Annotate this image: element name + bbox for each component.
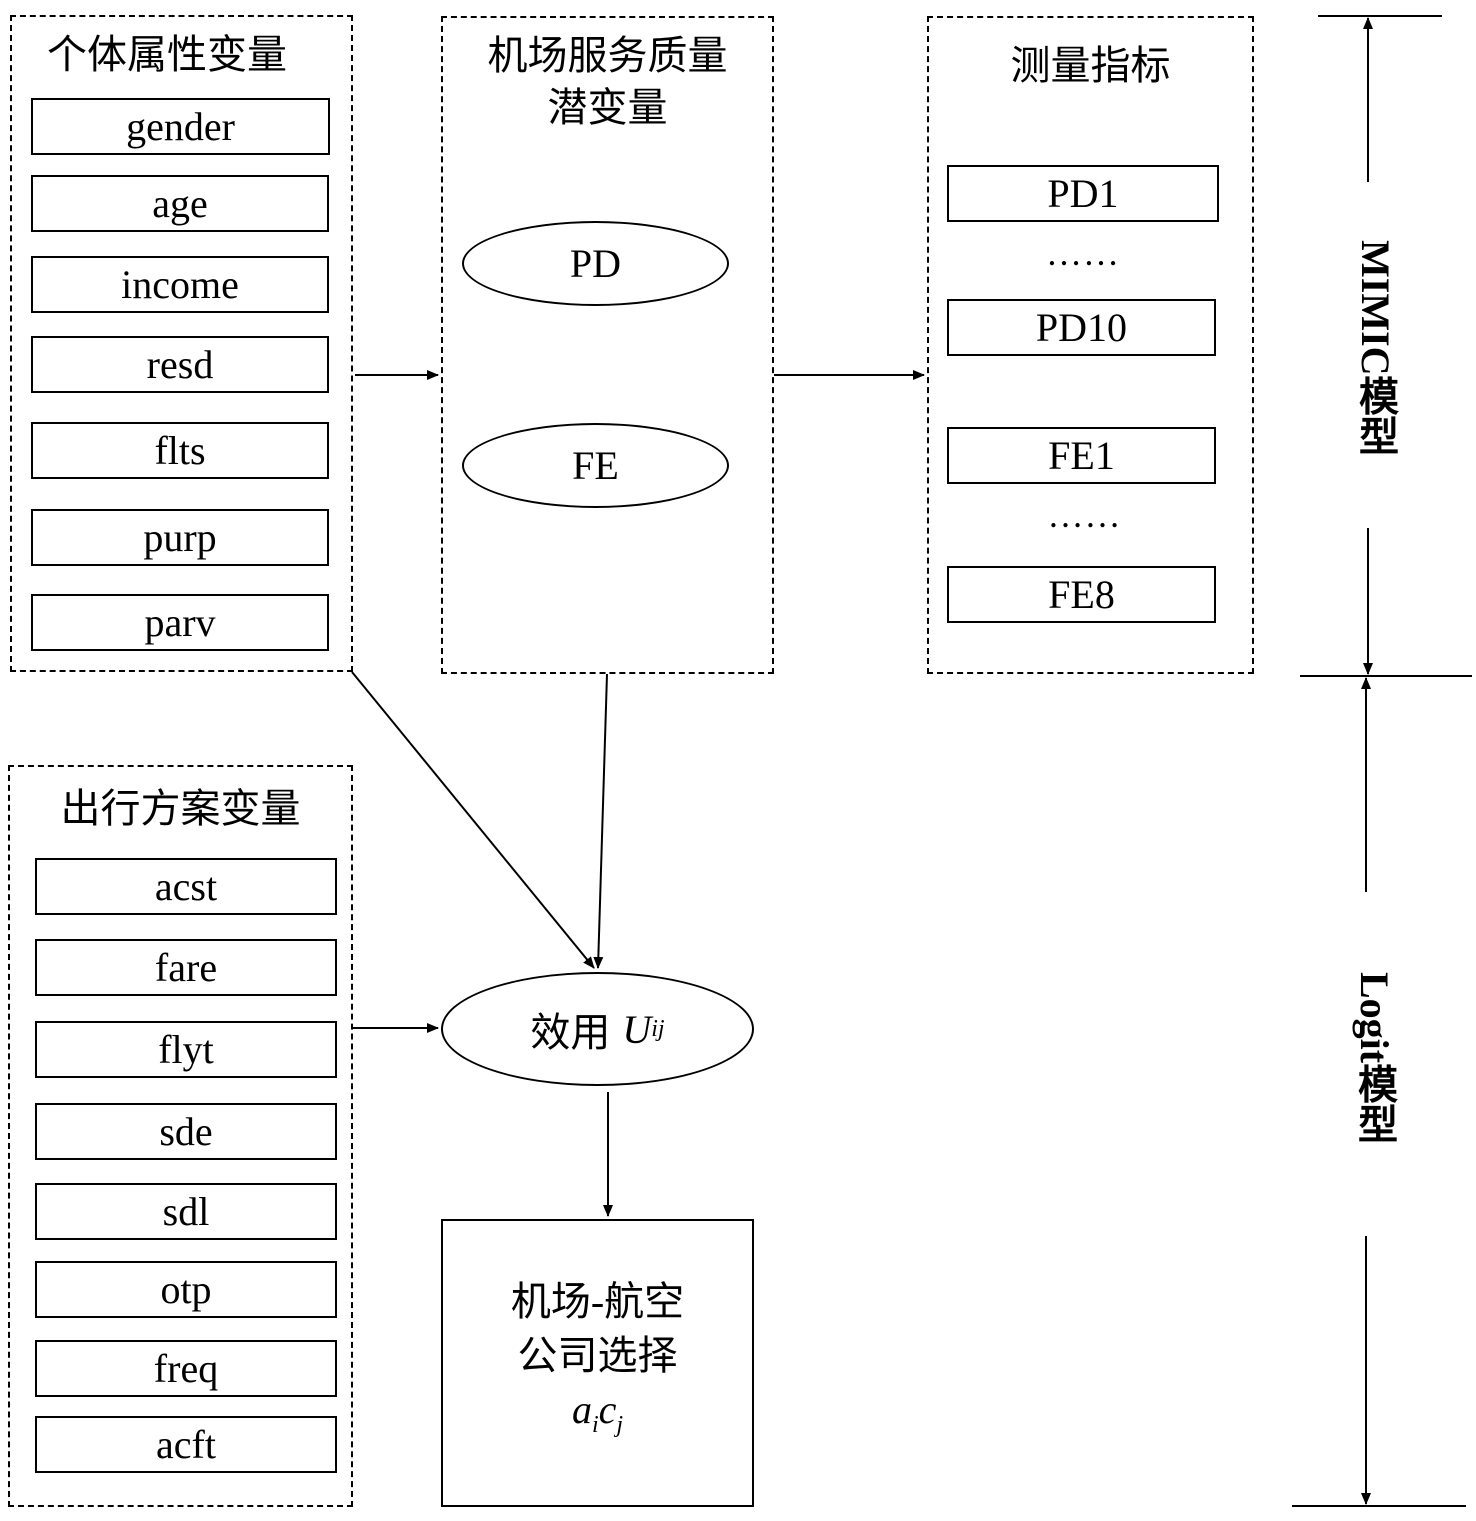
var-fare: fare: [35, 939, 337, 996]
var-flts: flts: [31, 422, 329, 479]
indicator-pd1: PD1: [947, 165, 1219, 222]
latent-variables-group: 机场服务质量 潜变量: [441, 16, 774, 674]
var-sde: sde: [35, 1103, 337, 1160]
var-gender: gender: [31, 98, 330, 155]
latent-group-title-line1: 机场服务质量: [487, 33, 728, 78]
travel-variables-group: 出行方案变量: [8, 765, 353, 1507]
var-acft: acft: [35, 1416, 337, 1473]
var-resd: resd: [31, 336, 329, 393]
travel-group-title: 出行方案变量: [60, 786, 301, 831]
utility-symbol: U: [622, 1006, 652, 1052]
var-age: age: [31, 175, 329, 232]
var-freq: freq: [35, 1340, 337, 1397]
indicator-fe8: FE8: [947, 566, 1216, 623]
indicator-pd10: PD10: [947, 299, 1216, 356]
var-income: income: [31, 256, 329, 313]
var-sdl: sdl: [35, 1183, 337, 1240]
utility-label: 效用: [530, 1010, 611, 1055]
choice-symbol: aicj: [571, 1386, 624, 1438]
var-purp: purp: [31, 509, 329, 566]
mimic-model-label: MIMIC模型: [1353, 240, 1398, 456]
indicators-group-title: 测量指标: [1010, 43, 1171, 88]
choice-line2: 公司选择: [517, 1332, 678, 1378]
var-acst: acst: [35, 858, 337, 915]
arrow-latent-to-utility: [593, 673, 608, 969]
indicator-fe1: FE1: [947, 427, 1216, 484]
individual-variables-group: 个体属性变量: [10, 15, 353, 672]
indicators-group: 测量指标: [927, 16, 1254, 674]
var-parv: parv: [31, 594, 329, 651]
logit-model-label: Logit模型: [1352, 972, 1397, 1144]
var-otp: otp: [35, 1261, 337, 1318]
indicator-fe-ellipsis: ……: [1047, 495, 1122, 535]
utility-subscript: ij: [651, 1015, 665, 1042]
var-flyt: flyt: [35, 1021, 337, 1078]
latent-fe: FE: [462, 423, 729, 508]
latent-group-title-line2: 潜变量: [547, 85, 668, 130]
indicator-pd-ellipsis: ……: [1046, 233, 1120, 273]
choice-node: 机场-航空 公司选择 aicj: [441, 1219, 754, 1507]
arrow-individual-to-utility: [351, 671, 595, 969]
latent-pd: PD: [462, 221, 729, 306]
choice-line1: 机场-航空: [510, 1278, 685, 1324]
individual-group-title: 个体属性变量: [47, 32, 287, 77]
